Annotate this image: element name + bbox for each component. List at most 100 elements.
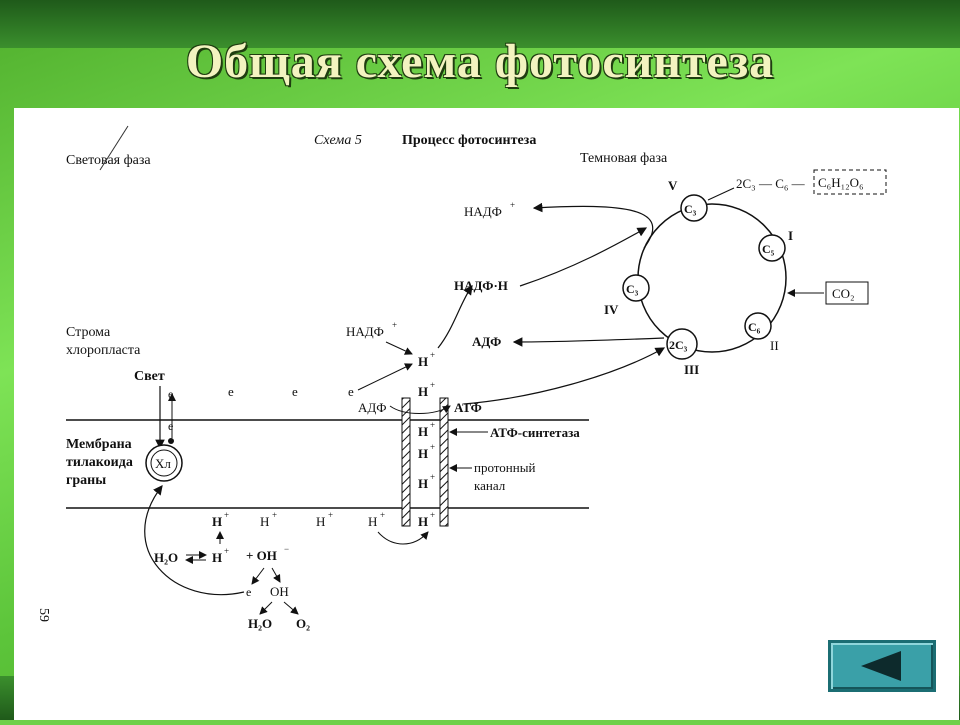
roman-3: III <box>684 362 699 377</box>
top-bar <box>0 0 960 48</box>
proton-channel-label-1: протонный <box>474 460 535 475</box>
channel-right-wall <box>439 397 449 527</box>
h-plus-lumen-3: Н <box>316 514 325 529</box>
h-plus-lumen-4: Н <box>368 514 377 529</box>
atp-to-cycle-arrow <box>463 347 666 405</box>
oh-to-e-arrow <box>251 567 265 585</box>
electron-row-3: е <box>348 384 354 399</box>
scan-mark <box>99 125 129 171</box>
co2-label: СО₂ <box>832 286 855 301</box>
product-chain-label: 2С₃ — С₆ — <box>736 176 806 191</box>
stroma-label-1: Строма <box>66 325 111 340</box>
atp-synthase-label: АТФ-синтетаза <box>490 425 580 440</box>
scheme-label: Схема 5 <box>314 133 362 148</box>
chlorophyll-inner-circle <box>150 449 178 477</box>
electron-label-1: е <box>168 387 173 401</box>
nadp-plus-left-sign: + <box>392 320 397 330</box>
h-plus-lumen-2-sign: + <box>272 510 277 520</box>
h-plus-water: Н <box>212 550 222 565</box>
cycle-c6-label: С₆ <box>748 320 761 334</box>
page-title: Общая схема фотосинтеза <box>185 35 775 88</box>
h2o-product-label: Н₂О <box>248 616 272 631</box>
h-plus-lumen-1-sign: + <box>224 510 229 520</box>
adp-to-atp-arrow <box>389 405 451 414</box>
cycle-node-2c3 <box>666 328 698 360</box>
light-phase-label: Световая фаза <box>66 153 151 168</box>
h-plus-water-sign: + <box>224 546 229 556</box>
nadph-to-cycle-arrow <box>519 227 648 287</box>
stroma-label-2: хлоропласта <box>66 343 141 358</box>
cycle-node-c3-left <box>622 274 650 302</box>
h2o-label: Н₂О <box>154 550 178 565</box>
photosynthesis-diagram: Схема 5 Процесс фотосинтеза Световая фаз… <box>14 108 959 720</box>
chlorophyll-label: Хл <box>155 456 171 471</box>
nadp-plus-top-label: НАДФ <box>464 204 502 219</box>
scheme-title: Процесс фотосинтеза <box>402 133 536 148</box>
h-plus-channel-3: Н <box>418 446 428 461</box>
o2-label: О₂ <box>296 616 310 631</box>
h-plus-channel-4: Н <box>418 476 428 491</box>
atp-label: АТФ <box>454 400 482 415</box>
electron-row-2: е <box>292 384 298 399</box>
cycle-to-nadp-arrow <box>532 202 654 249</box>
light-label: Свет <box>134 369 165 384</box>
h-plus-channel-3-sign: + <box>430 442 435 452</box>
cycle-2c3-label: 2С₃ <box>669 338 688 352</box>
diagram-canvas: Схема 5 Процесс фотосинтеза Световая фаз… <box>36 125 887 631</box>
h-plus-sign: + <box>430 350 435 360</box>
h-plus-channel-2: Н <box>418 424 428 439</box>
oh-label: ОН <box>270 584 289 599</box>
h-plus-channel-top: Н <box>418 384 428 399</box>
electron-to-h-arrow <box>357 363 413 391</box>
oh-to-h2o-arrow <box>259 601 273 615</box>
h-plus-lumen-1: Н <box>212 514 222 529</box>
back-button[interactable] <box>828 640 936 692</box>
h-plus-lumen-2: Н <box>260 514 269 529</box>
roman-5: V <box>668 178 678 193</box>
oh-minus-sign: − <box>284 544 289 554</box>
h-plus-channel-2-sign: + <box>430 420 435 430</box>
roman-4: IV <box>604 302 619 317</box>
cycle-node-c6 <box>744 312 772 340</box>
oh-to-o2-arrow <box>283 601 299 615</box>
electron-row-1: е <box>228 384 234 399</box>
channel-left-wall <box>401 397 411 527</box>
dark-phase-label: Темновая фаза <box>580 151 668 166</box>
glucose-label: С₆Н₁₂О₆ <box>818 175 864 190</box>
product-chain-connector <box>707 187 735 201</box>
cycle-node-c3-top <box>680 194 708 222</box>
h-plus-lumen-5-sign: + <box>430 510 435 520</box>
oh-to-oh-arrow <box>271 567 281 583</box>
lumen-to-channel-arrow <box>377 531 429 545</box>
play-back-icon <box>861 651 901 681</box>
h-plus-channel-top-sign: + <box>430 380 435 390</box>
electron-return-arrow <box>144 485 245 596</box>
adp-right-label: АДФ <box>472 334 501 349</box>
glucose-box <box>813 169 887 195</box>
page-number: 59 <box>36 608 51 622</box>
electron-water-label: е <box>246 585 251 599</box>
h-plus-lumen-5: Н <box>418 514 428 529</box>
nadp-plus-top-sign: + <box>510 200 515 210</box>
adp-left-label: АДФ <box>358 400 387 415</box>
roman-2: II <box>770 338 779 353</box>
co2-box <box>825 281 869 305</box>
cycle-c5-label: С₅ <box>762 242 775 256</box>
membrane-label-3: граны <box>66 473 106 488</box>
nadph-label: НАДФ·Н <box>454 278 508 293</box>
nadp-to-h-arrow <box>385 341 413 355</box>
cycle-node-c5 <box>758 234 786 262</box>
roman-1: I <box>788 228 793 243</box>
h-plus-channel-4-sign: + <box>430 472 435 482</box>
electron-dot <box>168 438 174 444</box>
membrane-label-1: Мембрана <box>66 437 132 452</box>
h-plus-lumen-4-sign: + <box>380 510 385 520</box>
electron-label-2: е <box>168 419 173 433</box>
cycle-to-adp-arrow <box>512 337 665 347</box>
h-plus-top: Н <box>418 354 428 369</box>
oh-minus-label: + ОН <box>246 548 277 563</box>
proton-channel-label-2: канал <box>474 478 506 493</box>
h-plus-lumen-3-sign: + <box>328 510 333 520</box>
membrane-label-2: тилакоида <box>66 455 133 470</box>
cycle-c3-top-label: С₃ <box>684 202 697 216</box>
